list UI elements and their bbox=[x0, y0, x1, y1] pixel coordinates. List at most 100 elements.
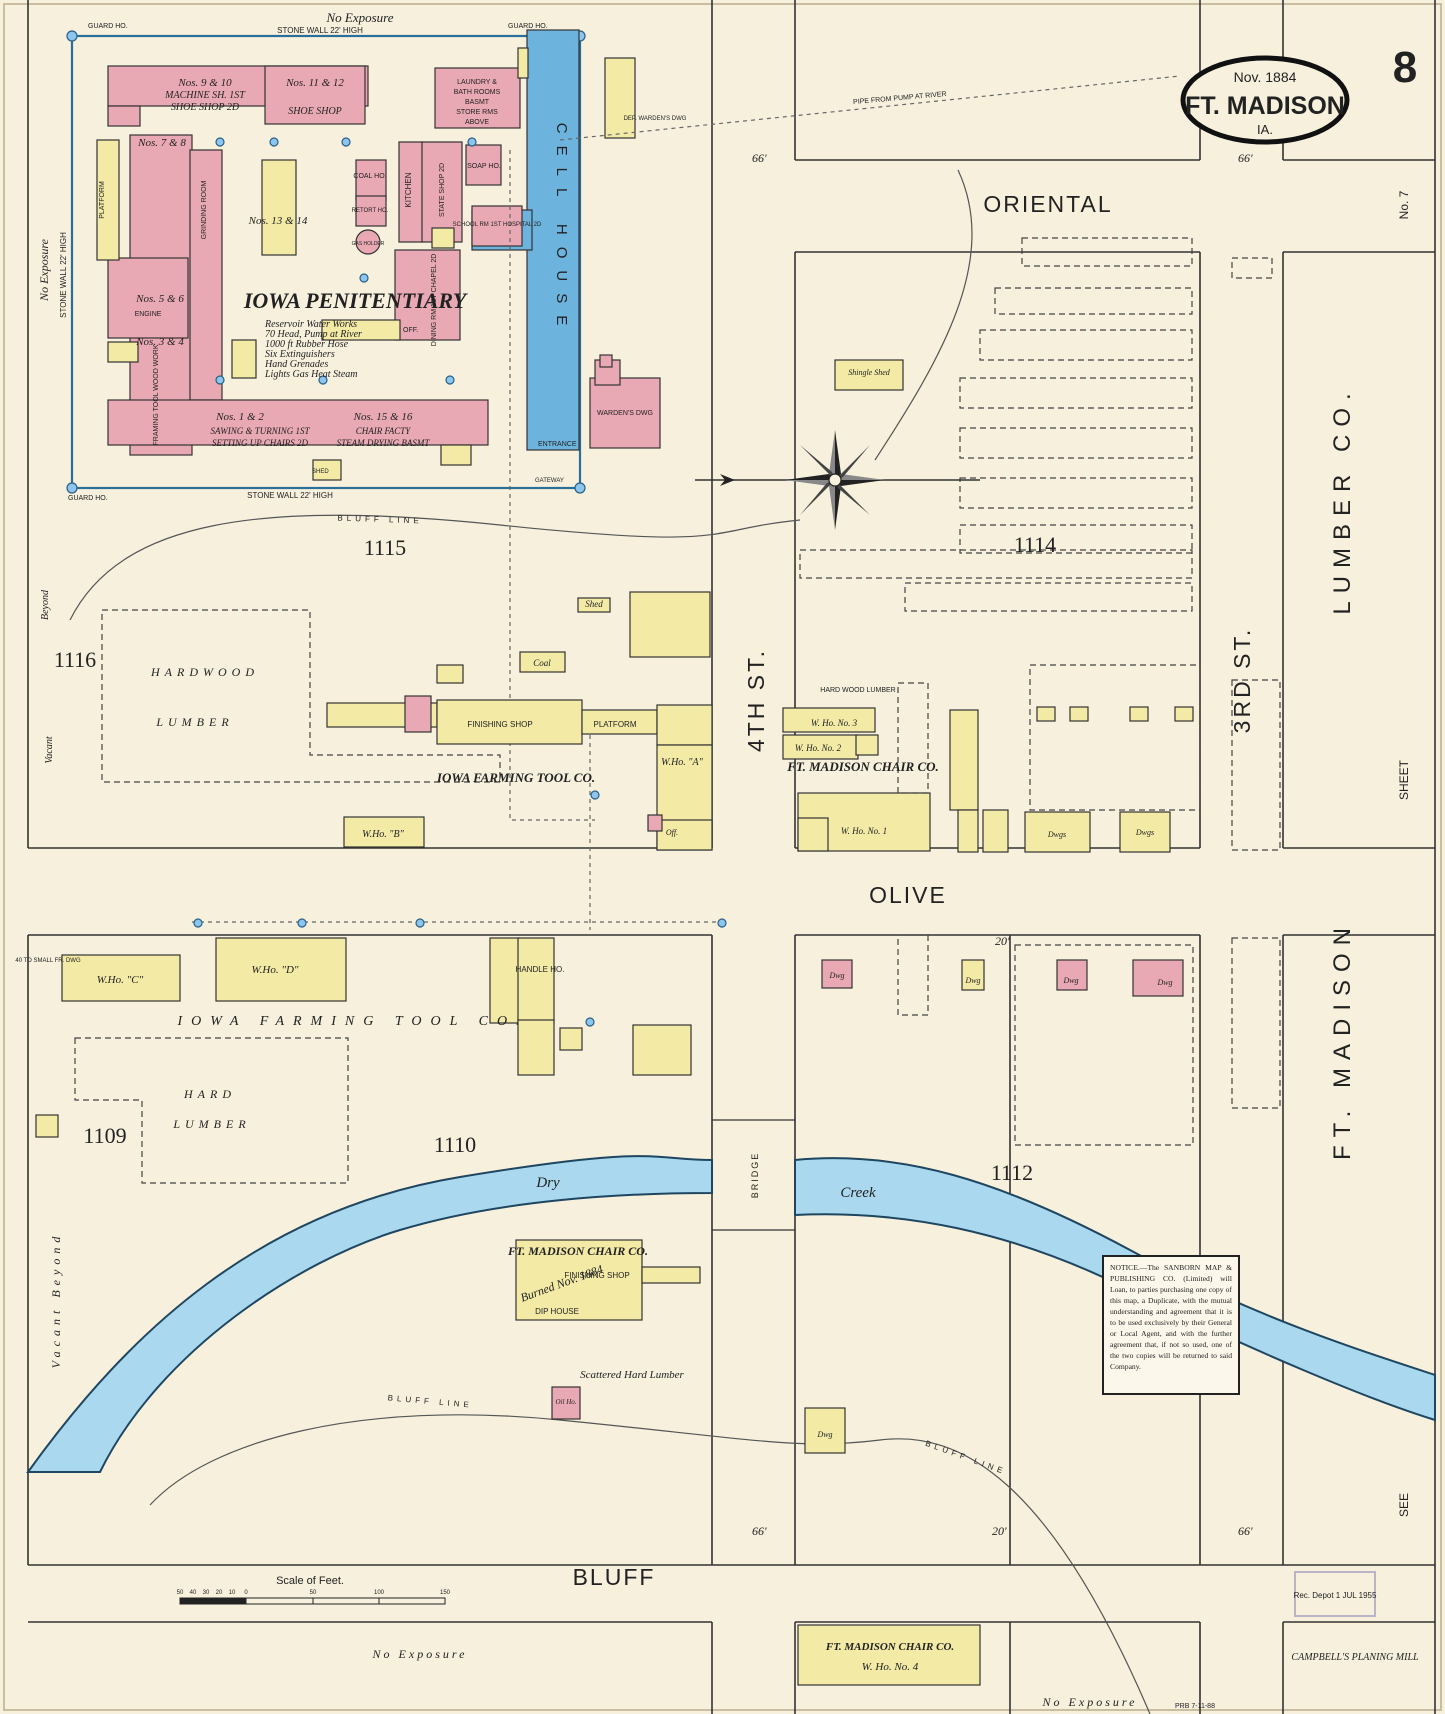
vacant-label: Vacant bbox=[44, 736, 55, 763]
svg-text:Nos. 5 & 6: Nos. 5 & 6 bbox=[135, 293, 184, 305]
exposure-top: No Exposure bbox=[325, 10, 393, 25]
lumber-label: LUMBER bbox=[155, 715, 233, 729]
svg-text:Dwg: Dwg bbox=[964, 976, 980, 985]
svg-text:Nos. 3 & 4: Nos. 3 & 4 bbox=[135, 336, 184, 348]
oil-house-label: Oil Ho. bbox=[556, 1398, 577, 1406]
chair-co-who4-label: FT. MADISON CHAIR CO. bbox=[825, 1641, 954, 1653]
handle-house-label: HANDLE HO. bbox=[516, 965, 565, 974]
guard-house-nw: GUARD HO. bbox=[88, 23, 128, 30]
wall-left-label: STONE WALL 22' HIGH bbox=[59, 232, 68, 318]
svg-text:Nos. 1 & 2: Nos. 1 & 2 bbox=[215, 411, 264, 423]
svg-text:Reservoir Water Works: Reservoir Water Works bbox=[264, 319, 357, 330]
penitentiary-wall bbox=[70, 34, 582, 490]
svg-text:SOAP HO.: SOAP HO. bbox=[467, 163, 501, 170]
svg-text:20': 20' bbox=[992, 1524, 1007, 1538]
svg-text:Hand Grenades: Hand Grenades bbox=[264, 359, 328, 370]
office-label: Off. bbox=[666, 828, 678, 837]
scattered-lumber-label: Scattered Hard Lumber bbox=[580, 1369, 684, 1381]
svg-text:Nos. 9 & 10: Nos. 9 & 10 bbox=[177, 77, 232, 89]
shed-label: Shed bbox=[585, 599, 603, 609]
svg-text:SETTING UP CHAIRS 2D: SETTING UP CHAIRS 2D bbox=[212, 438, 309, 448]
wall-bottom-label: STONE WALL 22' HIGH bbox=[247, 491, 333, 500]
compass-rose bbox=[695, 430, 980, 530]
svg-text:20': 20' bbox=[995, 934, 1010, 948]
svg-text:STORE RMS: STORE RMS bbox=[456, 109, 498, 116]
hardwood-label: HARDWOOD bbox=[150, 665, 259, 679]
dry-creek-label-1: Dry bbox=[535, 1175, 560, 1191]
svg-text:SAWING & TURNING 1ST: SAWING & TURNING 1ST bbox=[211, 426, 311, 436]
bluff-street-label: BLUFF bbox=[573, 1564, 656, 1590]
burned-chair-co-label: FT. MADISON CHAIR CO. bbox=[507, 1244, 648, 1258]
olive-street-label: OLIVE bbox=[869, 882, 947, 908]
svg-text:Six Extinguishers: Six Extinguishers bbox=[265, 349, 335, 360]
scale-bar: Scale of Feet. 50 40 30 20 10 0 50 100 1… bbox=[177, 1575, 451, 1605]
who2-label: W. Ho. No. 2 bbox=[795, 743, 842, 753]
svg-text:Lights Gas Heat Steam: Lights Gas Heat Steam bbox=[264, 369, 358, 380]
dry-creek-west bbox=[26, 1155, 713, 1473]
dwgs-label: Dwgs bbox=[1047, 830, 1066, 839]
svg-text:SHOE SHOP: SHOE SHOP bbox=[288, 106, 342, 117]
hard-wood-lumber-label: HARD WOOD LUMBER bbox=[820, 687, 895, 694]
svg-text:DINING RM 1ST CHAPEL 2D: DINING RM 1ST CHAPEL 2D bbox=[431, 254, 438, 347]
sheet-number: 8 bbox=[1393, 43, 1417, 92]
block-1115: 1115 bbox=[364, 535, 406, 560]
coal-label: Coal bbox=[533, 658, 551, 668]
cell-house bbox=[526, 29, 580, 451]
svg-text:RETORT HO.: RETORT HO. bbox=[352, 208, 389, 214]
beyond-label: Beyond bbox=[40, 589, 51, 620]
lumber-label-2: LUMBER bbox=[172, 1117, 250, 1131]
lumber-co-label: LUMBER CO. bbox=[1329, 385, 1356, 614]
ft-madison-street-label: FT. MADISON bbox=[1329, 920, 1356, 1160]
farming-tool-co-buildings bbox=[35, 591, 713, 1138]
svg-text:Nos. 13 & 14: Nos. 13 & 14 bbox=[248, 215, 308, 227]
dwgs-label-2: Dwgs bbox=[1135, 828, 1154, 837]
who-c-label: W.Ho. "C" bbox=[97, 974, 144, 986]
svg-text:20: 20 bbox=[216, 1590, 223, 1596]
svg-text:50: 50 bbox=[310, 1590, 317, 1596]
iowa-farming-label: IOWA FARMING TOOL CO. bbox=[436, 770, 595, 785]
block-1112: 1112 bbox=[991, 1160, 1033, 1185]
svg-text:ENGINE: ENGINE bbox=[135, 311, 162, 318]
dwellings bbox=[551, 814, 1184, 1420]
oriental-street-label: ORIENTAL bbox=[983, 191, 1112, 217]
svg-text:Nos. 11 & 12: Nos. 11 & 12 bbox=[285, 77, 344, 89]
svg-text:KITCHEN: KITCHEN bbox=[404, 172, 413, 207]
see-label: SEE bbox=[1397, 1493, 1411, 1517]
dip-house-label: DIP HOUSE bbox=[535, 1307, 579, 1316]
svg-text:STEAM DRYING BASMT: STEAM DRYING BASMT bbox=[337, 438, 431, 448]
dry-creek-east bbox=[794, 1157, 1436, 1422]
svg-text:BATH ROOMS: BATH ROOMS bbox=[454, 89, 501, 96]
block-1109: 1109 bbox=[83, 1123, 126, 1148]
svg-text:SHED: SHED bbox=[312, 469, 329, 475]
svg-text:100: 100 bbox=[374, 1590, 385, 1596]
svg-text:Dwg: Dwg bbox=[1062, 976, 1078, 985]
cell-house-label: CELL HOUSE bbox=[553, 123, 570, 337]
svg-text:70 Head, Pump at River: 70 Head, Pump at River bbox=[265, 329, 362, 340]
svg-text:ABOVE: ABOVE bbox=[465, 119, 489, 126]
bluff-line-south bbox=[149, 1414, 1151, 1714]
svg-text:66': 66' bbox=[752, 1524, 767, 1538]
width-label: 66' bbox=[752, 151, 767, 165]
chair-co-buildings bbox=[515, 359, 1201, 1686]
guard-house-sw: GUARD HO. bbox=[68, 495, 108, 502]
svg-text:ENTRANCE: ENTRANCE bbox=[538, 441, 577, 448]
third-st-label: 3RD ST. bbox=[1229, 627, 1255, 734]
svg-text:SCHOOL RM 1ST HOSPITAL 2D: SCHOOL RM 1ST HOSPITAL 2D bbox=[453, 222, 542, 228]
svg-text:Nos. 15 & 16: Nos. 15 & 16 bbox=[353, 411, 413, 423]
library-stamp: Rec. Depot 1 JUL 1955 bbox=[1294, 1571, 1377, 1617]
svg-text:40: 40 bbox=[190, 1590, 197, 1596]
fourth-st-label: 4TH ST. bbox=[743, 648, 769, 752]
exposure-bottom-right: No Exposure bbox=[1042, 1695, 1138, 1709]
svg-text:COAL HO.: COAL HO. bbox=[353, 173, 386, 180]
svg-text:Dwg: Dwg bbox=[1156, 978, 1172, 987]
svg-text:MACHINE SH. 1ST: MACHINE SH. 1ST bbox=[164, 90, 246, 101]
hard-label: HARD bbox=[183, 1087, 236, 1101]
bluff-line-north bbox=[69, 514, 801, 621]
svg-text:FRAMING TOOL WOOD WORK: FRAMING TOOL WOOD WORK bbox=[153, 344, 160, 445]
exposure-left: No Exposure bbox=[37, 238, 51, 302]
svg-text:WARDEN'S DWG: WARDEN'S DWG bbox=[597, 410, 653, 417]
iowa-farming-big-label: IOWA FARMING TOOL CO. bbox=[176, 1014, 528, 1029]
svg-text:Scale of Feet.: Scale of Feet. bbox=[276, 1575, 344, 1587]
who4-label: W. Ho. No. 4 bbox=[862, 1661, 919, 1673]
